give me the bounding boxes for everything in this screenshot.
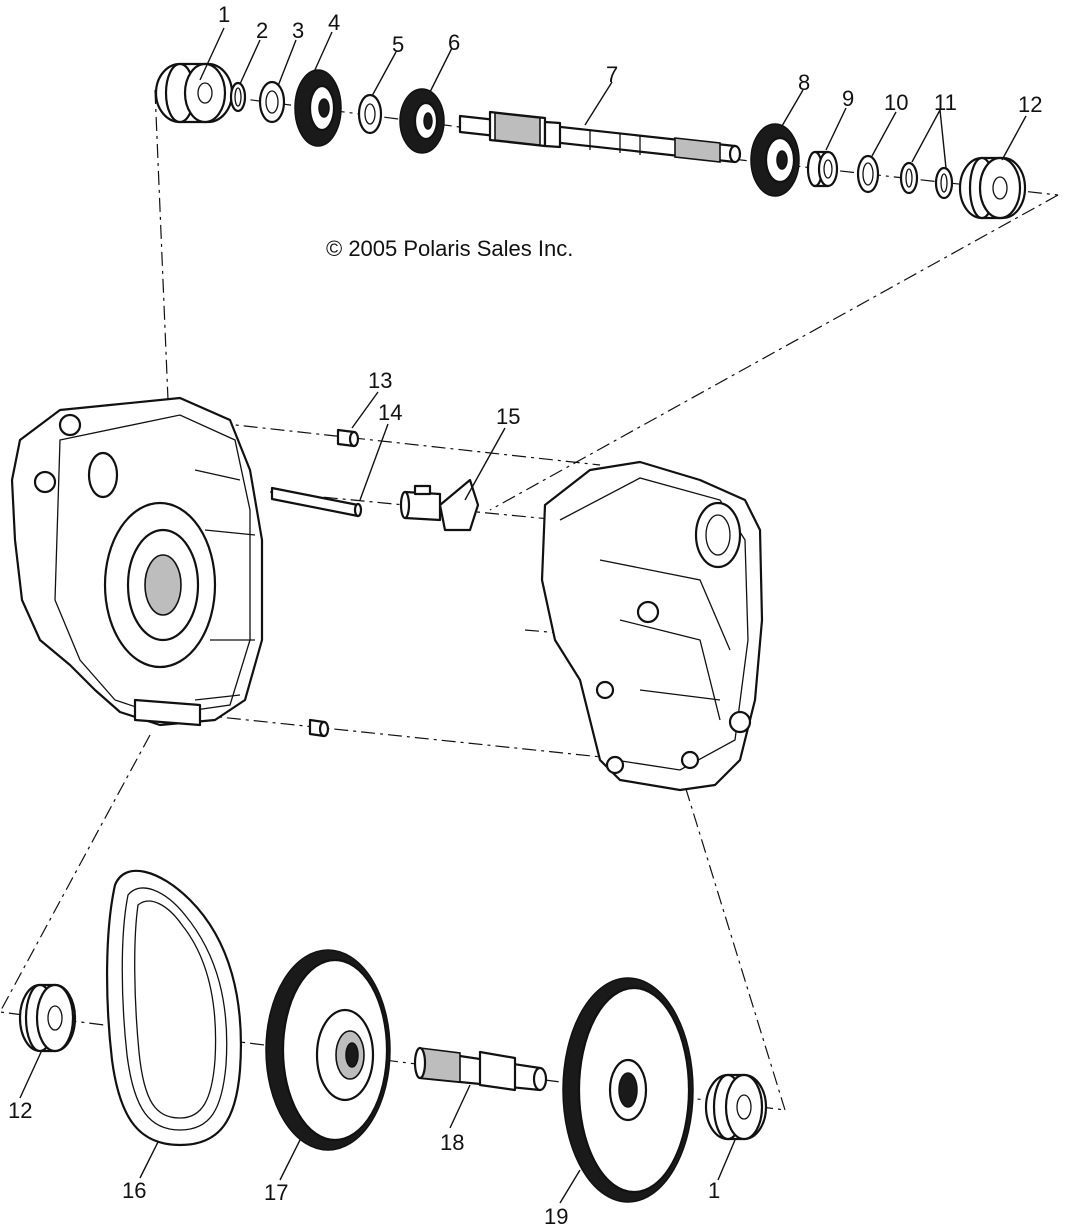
gear-8 [750, 123, 800, 197]
bushing-9 [806, 150, 839, 188]
shift-rod-14 [270, 486, 363, 518]
callout-14: 14 [378, 400, 402, 425]
shift-fork-15 [399, 478, 480, 532]
gear-17 [265, 949, 391, 1151]
snap-rings-11 [899, 161, 954, 200]
callout-5: 5 [392, 32, 404, 57]
callout-7: 7 [606, 62, 618, 87]
washer-3 [258, 80, 286, 124]
callout-4: 4 [328, 10, 340, 35]
callout-3: 3 [292, 18, 304, 43]
right-case-half [540, 460, 764, 792]
washer-5 [357, 93, 383, 135]
callout-1-bottom: 1 [708, 1178, 720, 1203]
callout-18: 18 [440, 1130, 464, 1155]
callout-17: 17 [264, 1180, 288, 1205]
output-shaft-18 [413, 1046, 548, 1092]
callout-2: 2 [256, 18, 268, 43]
callout-11: 11 [934, 90, 957, 115]
callout-13: 13 [368, 368, 392, 393]
copyright-text: © 2005 Polaris Sales Inc. [326, 236, 573, 261]
callout-15: 15 [496, 404, 520, 429]
bearing-12-top [958, 156, 1027, 220]
callout-labels: 1 2 3 4 5 6 7 8 9 10 11 12 13 14 15 12 1… [8, 2, 1042, 1229]
gear-6 [399, 88, 445, 154]
main-shaft-7 [458, 110, 742, 164]
callout-12-bottom: 12 [8, 1098, 32, 1123]
dowel-lower [308, 718, 330, 738]
left-case-half [10, 396, 264, 727]
washer-10 [856, 154, 880, 194]
gear-19 [562, 977, 694, 1203]
callout-19: 19 [544, 1204, 568, 1229]
callout-12-top: 12 [1018, 92, 1042, 117]
callout-6: 6 [448, 30, 460, 55]
dowel-13 [336, 428, 360, 448]
snap-ring-2 [229, 81, 247, 113]
callout-16: 16 [122, 1178, 146, 1203]
callout-8: 8 [798, 70, 810, 95]
bearing-12-bottom [18, 983, 77, 1053]
leader-lines [19, 27, 1027, 1204]
callout-1-top: 1 [218, 2, 230, 27]
callout-9: 9 [842, 86, 854, 111]
callout-10: 10 [884, 90, 908, 115]
gear-4 [294, 69, 342, 147]
chain-16 [105, 869, 243, 1147]
bearing-1-bottom [704, 1073, 768, 1141]
bearing-1-top [154, 62, 234, 124]
